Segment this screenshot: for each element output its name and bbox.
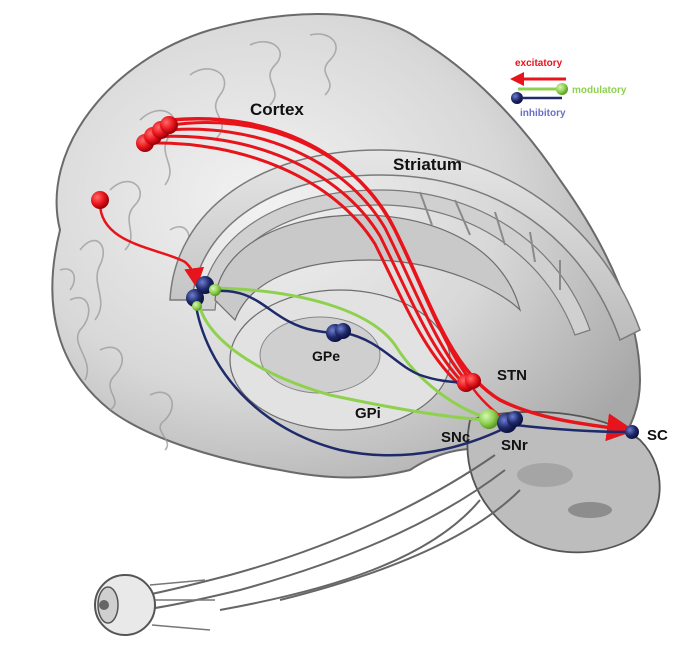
ring-spokes [419,191,561,290]
legend-inhibitory-line-icon [511,92,562,104]
brainstem-lobe [517,463,573,487]
snr-neuron [507,411,523,427]
stn-neuron [465,373,481,389]
cortex-to-striatum-excitatory [98,202,205,288]
striatum-body [214,214,522,322]
gpe-neuron [335,323,351,339]
legend-excitatory-arrow-icon [510,72,566,86]
label-stn: STN [497,367,527,384]
label-cortex: Cortex [250,100,304,119]
label-snr: SNr [501,437,528,454]
label-striatum: Striatum [393,155,462,174]
inhibitory-paths [193,289,629,457]
legend: excitatory modulatory inhibitory [510,58,627,119]
corpus-callosum [169,149,641,342]
legend-inhibitory-label: inhibitory [520,108,566,119]
optic-tracts [129,454,521,611]
legend-modulatory-label: modulatory [572,85,627,96]
brain-anatomy [51,13,661,636]
striatum-neuron-green [209,284,221,296]
label-gpi: GPi [355,405,381,422]
sc-neuron [625,425,639,439]
eyeball [94,574,215,636]
pathways [98,117,635,457]
snc-neuron [479,409,499,429]
label-snc: SNc [441,429,470,446]
label-sc: SC [647,427,668,444]
cortex-neuron [160,116,178,134]
neurons [91,116,639,439]
modulatory-paths [196,286,489,422]
legend-modulatory-line-icon [518,83,568,95]
striatum-neuron-green [192,301,202,311]
fornix-ring [199,189,591,336]
cortex-to-sc-excitatory [169,117,635,442]
region-labels: Cortex Striatum GPe GPi STN SNc SNr SC [250,100,668,454]
legend-excitatory-label: excitatory [515,58,563,69]
label-gpe: GPe [312,348,340,364]
brainstem-groove [568,502,612,518]
cortex-neuron-lower [91,191,109,209]
